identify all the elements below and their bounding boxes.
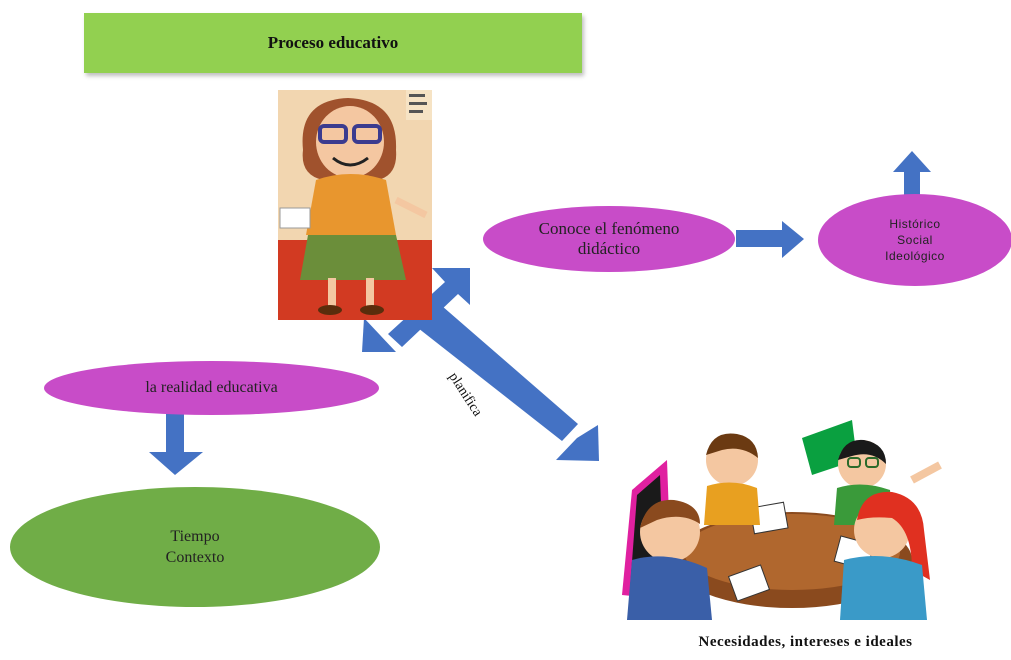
arrow-conoce-historico xyxy=(736,221,804,258)
teacher-illustration xyxy=(278,90,432,320)
conoce-line-1: Conoce el fenómeno xyxy=(538,219,680,238)
node-realidad-educativa: la realidad educativa xyxy=(44,361,379,415)
historico-line-1: Histórico xyxy=(889,217,941,231)
node-historico: Histórico Social Ideológico xyxy=(818,194,1011,286)
tiempo-line-2: Contexto xyxy=(165,549,225,566)
node-tiempo-contexto: Tiempo Contexto xyxy=(10,487,380,607)
students-illustration xyxy=(622,420,942,620)
historico-line-2: Social xyxy=(897,233,933,247)
arrow-planifica xyxy=(418,306,599,461)
tiempo-line-1: Tiempo xyxy=(170,528,220,545)
arrow-realidad-tiempo xyxy=(149,414,203,475)
title-text: Proceso educativo xyxy=(267,33,399,52)
realidad-label: la realidad educativa xyxy=(145,379,278,396)
title-box: Proceso educativo xyxy=(84,13,582,73)
conoce-line-2: didáctico xyxy=(577,239,641,258)
students-caption: Necesidades, intereses e ideales xyxy=(600,634,1011,658)
caption-text: Necesidades, intereses e ideales xyxy=(698,634,913,650)
historico-line-3: Ideológico xyxy=(885,249,945,263)
arrow-up-historico xyxy=(893,151,931,198)
node-conoce-fenomeno: Conoce el fenómeno didáctico xyxy=(483,206,735,272)
